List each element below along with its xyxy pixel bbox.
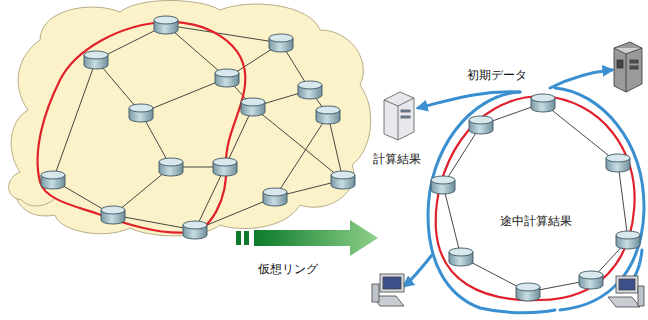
label-text: 仮想リング: [256, 262, 320, 277]
label-text: 途中計算結果: [498, 214, 574, 229]
label-text: 初期データ: [465, 68, 529, 83]
label-text: 計算結果: [371, 152, 423, 167]
